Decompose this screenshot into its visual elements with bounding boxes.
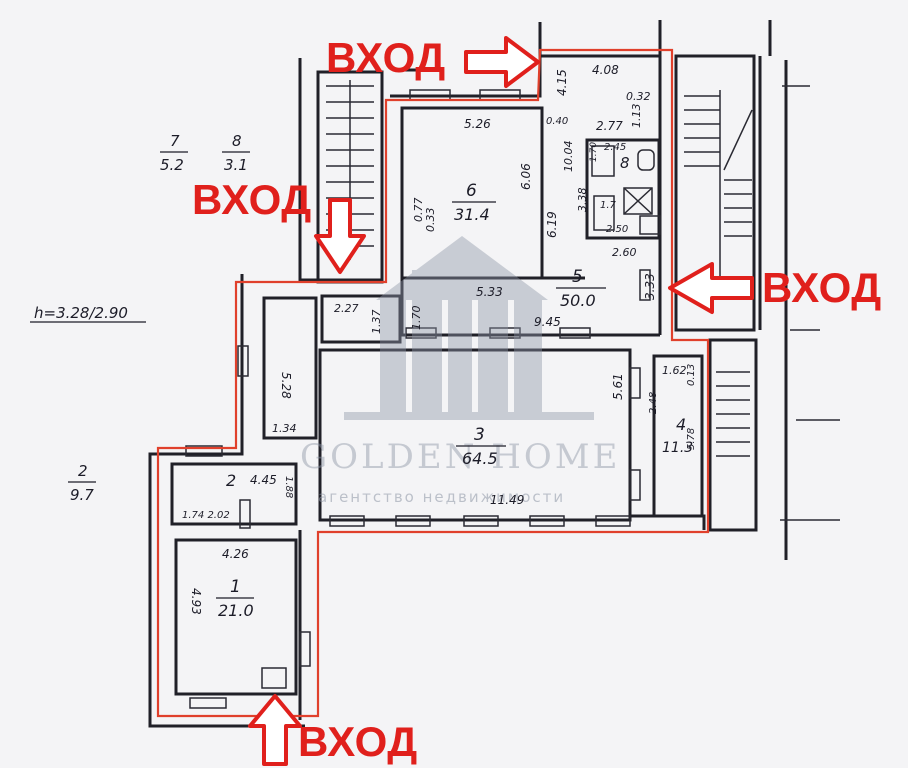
dim-room5-3-33: 3.33 [643,273,657,300]
room-5-number: 5 [572,267,583,287]
watermark-tagline: агентство недвижимости [318,488,565,506]
room-4-area: 11.3 [662,440,693,456]
dim-room3-11-49: 11.49 [490,493,524,507]
dim-room6-small: 0.77 [412,198,425,223]
dim-room1-4-93: 4.93 [189,588,203,615]
entrance-label-right: ВХОД [762,264,882,311]
dimensions: 5.26 6.06 6.19 0.77 0.33 4.08 4.15 0.40 … [182,63,697,615]
dim-room6-side: 6.06 [519,163,533,190]
room-4-number: 4 [676,415,686,434]
dim-corridor-1-70: 1.70 [410,306,423,331]
room-8-number: 8 [620,154,630,172]
outside-8-number: 8 [232,132,242,150]
dim-wc-2-77: 2.77 [596,119,623,133]
room-1-number: 1 [230,577,241,597]
dim-room4-2-48: 2.48 [648,392,659,414]
outside-2-area: 9.7 [70,486,94,504]
dim-top-0-40: 0.40 [546,116,568,127]
dim-wc-2-50: 2.50 [606,224,628,235]
entrance-arrow-down-icon [314,198,366,274]
dim-room2-1-88: 1.88 [283,476,294,498]
dim-room4-1-62: 1.62 [662,364,687,377]
entrance-left: ВХОД [192,176,366,274]
entrance-arrow-left-icon [668,262,754,314]
stairs-right [684,90,753,457]
entrance-arrow-right-icon [464,36,540,88]
room-6-number: 6 [466,181,477,201]
dim-wc-1-70: 1.70 [589,142,599,162]
dim-top-0-32: 0.32 [626,90,651,103]
room-3-number: 3 [474,425,485,445]
walls [148,20,840,728]
dim-room4-0-13: 0.13 [686,364,697,386]
room-1-area: 21.0 [218,601,254,620]
dim-wc-3-38: 3.38 [576,188,589,213]
watermark-brand: GOLDEN HOME [300,437,620,477]
dim-top-4-15: 4.15 [555,69,569,96]
outside-7-area: 5.2 [160,156,184,174]
dim-room6-small2: 0.33 [424,208,437,233]
room-2-number: 2 [226,471,236,490]
dim-room6-top: 5.26 [464,117,491,131]
outside-2-number: 2 [78,462,88,480]
entrance-label-left: ВХОД [192,176,312,223]
dim-room3-5-61: 5.61 [611,373,625,400]
dim-room5-9-45: 9.45 [534,315,561,329]
dim-wc-2-45: 2.45 [604,142,626,153]
dim-room2-bottom: 1.74 2.02 [182,510,230,521]
entrance-label-top: ВХОД [326,34,446,81]
outside-7-number: 7 [170,132,180,150]
dim-room6-side2: 6.19 [545,211,559,238]
premises-outline [156,48,710,718]
watermark: GOLDEN HOME агентство недвижимости [300,236,620,506]
dim-room4-5-78: 5.78 [686,428,697,450]
outside-labels: 7 5.2 8 3.1 2 9.7 h=3.28/2.90 [30,132,250,504]
entrance-bottom: ВХОД [248,694,418,766]
room-5-area: 50.0 [560,291,596,310]
watermark-logo-icon [344,236,594,420]
dim-room5-5-33: 5.33 [476,285,503,299]
room-3-area: 64.5 [462,449,498,468]
entrance-top: ВХОД [326,34,540,88]
dim-wc-2-60: 2.60 [612,246,637,259]
outside-8-area: 3.1 [224,156,248,174]
entrance-right: ВХОД [668,262,882,314]
dim-corridor-2-27: 2.27 [334,302,359,315]
dim-corridor-1-37: 1.37 [370,310,383,335]
entrance-label-bottom: ВХОД [298,718,418,765]
entrance-arrow-up-icon [248,694,302,766]
room-labels: 1 21.0 2 3 64.5 4 11.3 5 50.0 6 31.4 8 [216,154,693,620]
dim-wc-10-04: 10.04 [562,141,575,173]
room-6-area: 31.4 [454,205,490,224]
dim-left-1-34: 1.34 [272,422,297,435]
dim-wc-1-7: 1.7 [600,200,617,211]
dim-left-5-28: 5.28 [279,372,293,399]
dim-top-4-08: 4.08 [592,63,619,77]
height-note: h=3.28/2.90 [34,304,128,322]
dim-room1-4-26: 4.26 [222,547,249,561]
dim-top-1-13: 1.13 [630,104,643,129]
dim-room2-4-45: 4.45 [250,473,277,487]
